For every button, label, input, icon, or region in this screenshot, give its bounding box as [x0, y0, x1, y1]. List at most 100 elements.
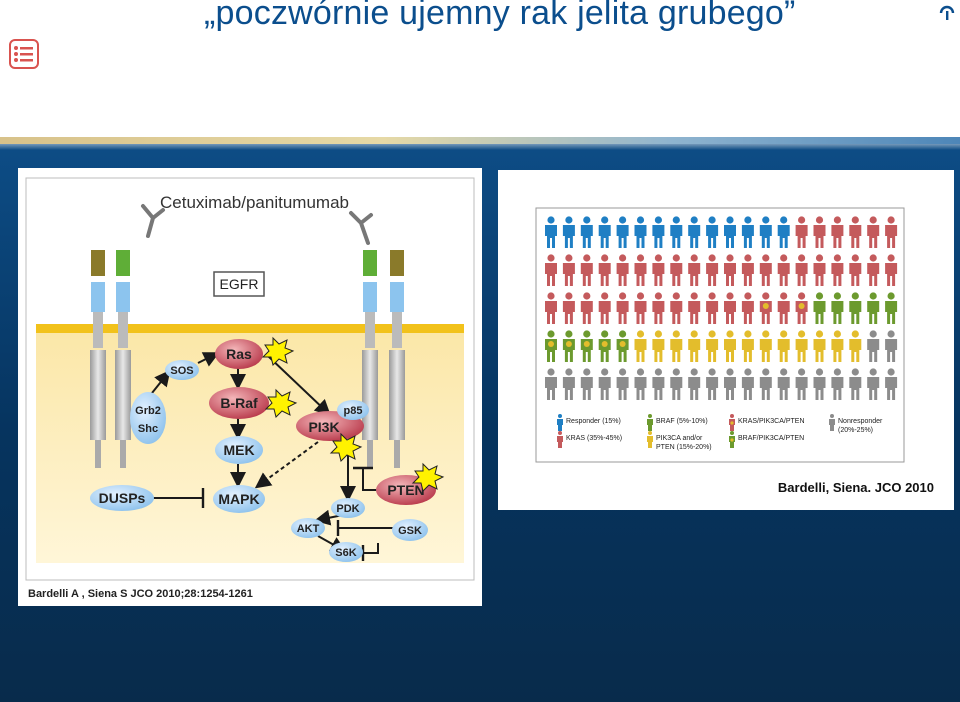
person-icon [795, 292, 808, 324]
legend-person-icon [829, 414, 835, 431]
person-icon [849, 292, 862, 324]
pathway-diagram: Cetuximab/panitumumab EGFR [25, 177, 475, 600]
person-icon [849, 330, 862, 362]
person-icon [706, 254, 719, 286]
population-diagram: Responder (15%) KRAS (35%-45%) BRAF (5%-… [535, 207, 934, 495]
svg-text:Responder (15%): Responder (15%) [566, 418, 621, 425]
person-icon [616, 216, 629, 248]
population-citation: Bardelli, Siena. JCO 2010 [778, 480, 934, 495]
person-icon [652, 254, 665, 286]
person-icon [813, 254, 826, 286]
legend-person-icon [729, 431, 735, 448]
person-icon [759, 292, 772, 324]
gsk-node [392, 519, 428, 541]
svg-text:KRAS/PIK3CA/PTEN: KRAS/PIK3CA/PTEN [738, 418, 805, 425]
population-grid [545, 216, 898, 400]
mek-node [215, 436, 263, 464]
person-icon [670, 368, 683, 400]
svg-text:BRAF (5%-10%): BRAF (5%-10%) [656, 418, 708, 425]
person-icon [562, 330, 575, 362]
akt-node [291, 518, 325, 538]
person-icon [616, 292, 629, 324]
legend-braf-pik3ca: BRAF/PIK3CA/PTEN [738, 435, 804, 442]
legend-braf: BRAF (5%-10%) [656, 418, 708, 425]
person-icon [813, 368, 826, 400]
person-icon [616, 330, 629, 362]
ras-node [215, 339, 263, 369]
person-icon [580, 330, 593, 362]
pdk-label: PDK [336, 503, 359, 515]
person-icon [634, 330, 647, 362]
person-icon [688, 292, 701, 324]
person-icon [885, 216, 898, 248]
person-icon [759, 254, 772, 286]
person-icon [777, 330, 790, 362]
person-icon [670, 292, 683, 324]
person-icon [724, 330, 736, 362]
person-icon [885, 254, 898, 286]
person-icon [580, 368, 593, 400]
person-icon [652, 292, 665, 324]
person-icon [849, 216, 862, 248]
mapk-node [213, 485, 265, 513]
person-icon [813, 216, 826, 248]
svg-text:BRAF/PIK3CA/PTEN: BRAF/PIK3CA/PTEN [738, 435, 804, 442]
person-icon [706, 216, 719, 248]
person-icon [580, 254, 593, 286]
person-icon [724, 216, 736, 248]
person-icon [580, 292, 593, 324]
person-icon [634, 216, 647, 248]
legend-nonresponder: Nonresponder (20%-25%) [838, 418, 883, 434]
person-icon [634, 254, 647, 286]
person-icon [777, 292, 790, 324]
person-icon [706, 330, 719, 362]
person-icon [688, 368, 701, 400]
person-icon [598, 216, 611, 248]
person-icon [759, 216, 772, 248]
person-icon [545, 254, 557, 286]
dusps-label: DUSPs [99, 490, 146, 506]
person-icon [688, 216, 701, 248]
person-icon [795, 216, 808, 248]
egfr-receptor-left [90, 250, 131, 468]
person-icon [867, 216, 880, 248]
legend-person-icon [647, 414, 653, 431]
person-icon [670, 254, 683, 286]
person-icon [777, 216, 790, 248]
legend-person-icon [729, 414, 735, 431]
braf-label: B-Raf [220, 395, 258, 411]
person-icon [885, 292, 898, 324]
svg-text:PIK3CA and/or: PIK3CA and/or [656, 435, 703, 442]
info-icon[interactable] [937, 3, 957, 23]
person-icon [831, 254, 844, 286]
person-icon [688, 254, 701, 286]
person-icon [562, 254, 575, 286]
person-icon [831, 292, 844, 324]
pten-label: PTEN [387, 482, 424, 498]
s6k-node [329, 542, 363, 562]
person-icon [562, 292, 575, 324]
person-icon [598, 330, 611, 362]
person-icon [724, 368, 736, 400]
person-icon [652, 368, 665, 400]
pi3k-label: PI3K [308, 419, 339, 435]
person-icon [831, 216, 844, 248]
person-icon [759, 330, 772, 362]
legend-person-icon [647, 431, 653, 448]
person-icon [741, 216, 754, 248]
list-menu-icon[interactable] [8, 38, 40, 70]
slide-header [0, 0, 960, 138]
shc-label: Shc [138, 423, 158, 435]
braf-node [209, 387, 269, 419]
person-icon [724, 292, 736, 324]
pathway-citation: Bardelli A , Siena S JCO 2010;28:1254-12… [28, 588, 253, 600]
person-icon [545, 292, 557, 324]
person-icon [688, 330, 701, 362]
person-icon [580, 216, 593, 248]
person-icon [598, 292, 611, 324]
person-icon [545, 216, 557, 248]
person-icon [885, 368, 898, 400]
person-icon [562, 216, 575, 248]
person-icon [670, 330, 683, 362]
person-icon [885, 330, 898, 362]
